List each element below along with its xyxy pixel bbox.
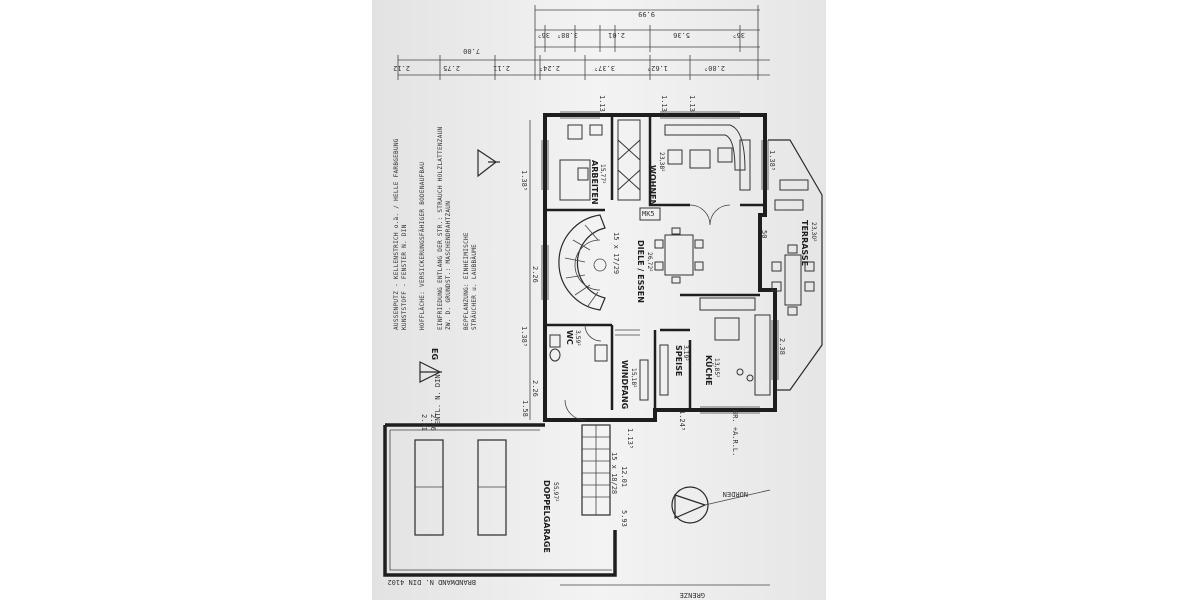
dim-side-1: 2.26 xyxy=(531,266,539,283)
dimension-chains: 9.99 7.00 36⁵ 3.88⁵ 2.01 5.36 36⁵ 2.12 2… xyxy=(393,5,770,80)
dim-misc-3: 12.01 xyxy=(620,466,628,487)
dim-side-10: 2.38 xyxy=(778,338,786,355)
boundary-label: GRENZE xyxy=(680,591,705,599)
paper-shade xyxy=(372,0,826,600)
dim-row2-2: 2.11 xyxy=(493,64,510,72)
dim-row1-0: 36⁵ xyxy=(537,31,550,39)
note-4: ZW. D. GRUNDST.: MASCHENDRAHTZAUN xyxy=(445,201,452,330)
room-area-speise: 3,19² xyxy=(682,345,689,361)
room-area-terrasse: 23,30² xyxy=(810,222,817,242)
dim-side-8: 2.26 xyxy=(429,414,437,431)
room-name-garage: DOPPELGARAGE xyxy=(542,480,551,553)
dining-table xyxy=(654,227,704,284)
dim-misc-11: 1.24⁵ xyxy=(678,410,686,431)
mk-label: MK5 xyxy=(642,210,655,218)
living-door-arc xyxy=(689,204,731,226)
dim-row2-0: 2.12 xyxy=(393,64,410,72)
room-name-arbeiten: ARBEITEN xyxy=(590,160,599,205)
spiral-staircase xyxy=(558,214,607,311)
terrace xyxy=(768,139,823,391)
note-6: STRÄUCHER u. LAUBBÄUME xyxy=(471,244,478,330)
stair-entry-label: 15 x 18/28 xyxy=(610,452,618,494)
wc-furniture xyxy=(549,324,608,362)
room-name-speise: SPEISE xyxy=(674,345,683,376)
entl-label: ENTL. N. DIN xyxy=(434,374,442,425)
section-label: EG xyxy=(430,348,439,360)
dim-row1-1: 3.88⁵ xyxy=(557,31,578,39)
note-0: AUSSENPUTZ - KELLENSTRICH o.ä. / HELLE F… xyxy=(393,138,400,330)
room-name-diele: DIELE / ESSEN xyxy=(636,240,645,303)
notes-block: AUSSENPUTZ - KELLENSTRICH o.ä. / HELLE F… xyxy=(393,126,478,330)
room-area-wohnen: 23,38² xyxy=(658,152,665,172)
double-garage xyxy=(383,423,617,577)
room-name-wc: WC xyxy=(565,330,574,345)
dim-row2-4: 3.37⁵ xyxy=(594,64,615,72)
kitchen-furniture xyxy=(699,297,771,396)
section-marker-icon: EG xyxy=(419,348,442,383)
dim-row2-5: 1.62⁵ xyxy=(647,64,668,72)
dim-side-3: 2.26 xyxy=(531,380,539,397)
dim-side-2: 1.38⁵ xyxy=(520,326,528,347)
dim-side-5: 1.58 xyxy=(521,400,529,417)
dim-misc-4: 1.13⁵ xyxy=(688,95,696,116)
living-furniture xyxy=(664,124,751,191)
dim-misc-13: 50 xyxy=(760,230,768,238)
dim-side-0: 1.38⁵ xyxy=(520,170,528,191)
dim-row2-6: 2.80⁵ xyxy=(704,64,725,72)
entry-staircase xyxy=(581,424,611,516)
dim-total-top: 9.99 xyxy=(638,10,655,18)
room-area-wc: 3,59² xyxy=(574,330,581,346)
dim-side-7: 2.31 xyxy=(420,414,428,431)
side-dimensions: 1.38⁵ 2.26 1.38⁵ 2.26 1.58 2.31 2.26 2.3… xyxy=(420,95,786,527)
room-area-kueche: 13,85² xyxy=(713,358,720,378)
chimney xyxy=(639,207,661,221)
dim-misc-10: 1.13⁵ xyxy=(626,428,634,449)
dim-row1-3: 5.36 xyxy=(673,31,690,39)
windfang-furniture xyxy=(564,329,649,421)
dim-row1-4: 36⁵ xyxy=(732,31,745,39)
brandwand-label: BRANDWAND N. DIN 4102 xyxy=(387,578,476,586)
room-area-arbeiten: 15,77² xyxy=(599,164,606,184)
room-name-kueche: KÜCHE xyxy=(704,355,714,386)
room-name-terrasse: TERRASSE xyxy=(800,220,809,266)
room-name-windfang: WINDFANG xyxy=(620,360,629,409)
note-2: HOFFLÄCHE: VERSICKERUNGSFÄHIGER BODENAUF… xyxy=(419,162,426,330)
dim-misc-0: 1.13⁵ xyxy=(598,95,606,116)
note-3: EINFRIEDUNG ENTLANG DER STR.: STRAUCH HO… xyxy=(437,126,444,330)
north-label: NORDEN xyxy=(723,490,748,498)
windows xyxy=(541,111,779,414)
pantry-shelf xyxy=(659,344,669,396)
dim-row1-2: 2.01 xyxy=(608,31,625,39)
dim-total-left: 7.00 xyxy=(463,47,480,55)
note-1: KUNSTSTOFF - FENSTER N. DIN xyxy=(401,224,408,330)
dim-side-11: 1.38⁵ xyxy=(768,150,776,171)
study-furniture xyxy=(559,119,641,201)
stair-main-label: 15 x 17/29 xyxy=(612,232,620,274)
room-area-windfang: 15,18² xyxy=(630,368,637,388)
dim-misc-1: 1.13⁵ xyxy=(660,95,668,116)
room-area-garage: 55,97² xyxy=(552,482,559,502)
dim-row2-1: 2.75 xyxy=(443,64,460,72)
dim-row2-3: 2.24⁵ xyxy=(539,64,560,72)
room-name-wohnen: WOHNEN xyxy=(648,165,657,206)
br-label: BR. +A.R.L. xyxy=(731,410,739,456)
dim-misc-19: 5.93 xyxy=(620,510,628,527)
house-walls xyxy=(543,113,777,422)
north-arrow-icon xyxy=(477,148,500,178)
room-area-diele: 26,72² xyxy=(646,252,653,272)
compass-icon xyxy=(671,486,771,524)
note-5: BEPFLANZUNG: EINHEIMISCHE xyxy=(463,232,470,330)
